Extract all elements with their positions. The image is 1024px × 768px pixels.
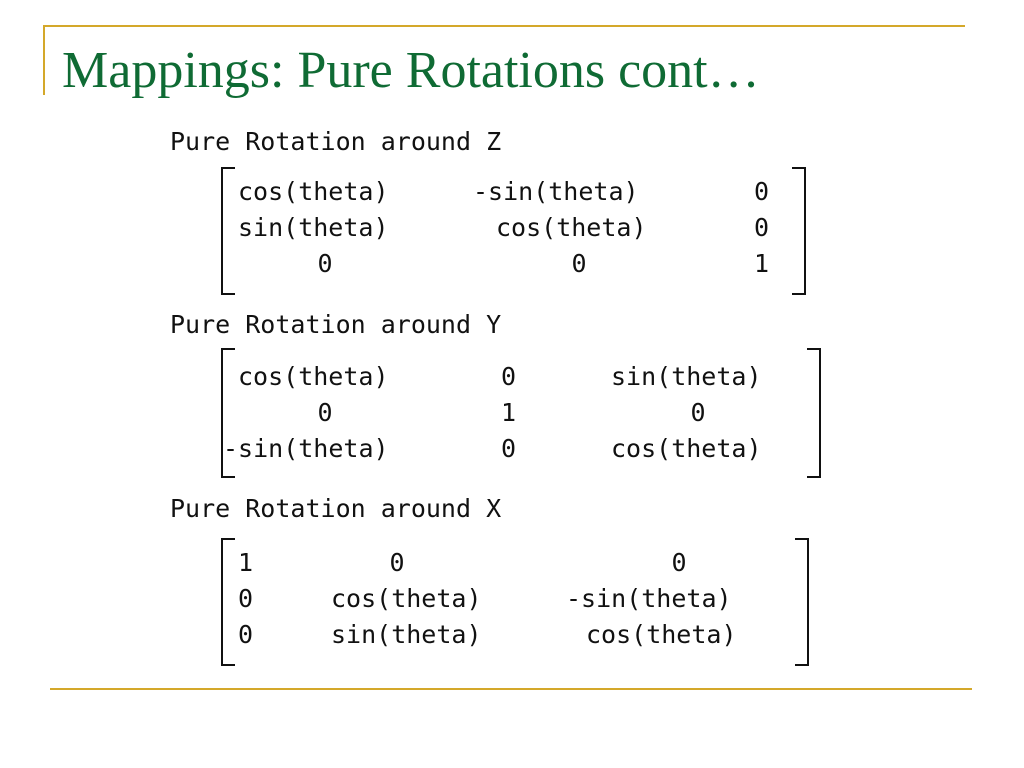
matrix-left-bracket bbox=[221, 167, 235, 295]
frame-left-accent-line bbox=[43, 25, 45, 95]
matrix-cell: 1 bbox=[238, 548, 254, 577]
matrix-cell: 0 bbox=[754, 177, 770, 206]
heading-rotation-x: Pure Rotation around X bbox=[170, 494, 502, 523]
slide-title: Mappings: Pure Rotations cont… bbox=[62, 42, 760, 99]
matrix-cell: 0 bbox=[317, 249, 333, 278]
matrix-cell: 0 bbox=[501, 434, 517, 463]
matrix-rotation-x: 1 0 0 0 cos(theta) -sin(theta) 0 sin(the… bbox=[221, 538, 809, 666]
matrix-cell: 0 bbox=[238, 584, 254, 613]
matrix-cell: cos(theta) bbox=[586, 620, 737, 649]
matrix-cell: 0 bbox=[690, 398, 706, 427]
matrix-cell: cos(theta) bbox=[496, 213, 647, 242]
matrix-cell: 0 bbox=[317, 398, 333, 427]
matrix-cell: sin(theta) bbox=[611, 362, 762, 391]
matrix-cell: cos(theta) bbox=[238, 362, 389, 391]
matrix-cell: sin(theta) bbox=[238, 213, 389, 242]
matrix-left-bracket bbox=[221, 348, 235, 478]
heading-rotation-z: Pure Rotation around Z bbox=[170, 127, 502, 156]
matrix-cell: 0 bbox=[238, 620, 254, 649]
matrix-right-bracket bbox=[795, 538, 809, 666]
matrix-cell: -sin(theta) bbox=[223, 434, 389, 463]
matrix-cell: 0 bbox=[671, 548, 687, 577]
matrix-cell: 1 bbox=[501, 398, 517, 427]
matrix-cell: sin(theta) bbox=[331, 620, 482, 649]
matrix-cell: 0 bbox=[754, 213, 770, 242]
matrix-cell: cos(theta) bbox=[238, 177, 389, 206]
matrix-cell: cos(theta) bbox=[611, 434, 762, 463]
matrix-right-bracket bbox=[807, 348, 821, 478]
matrix-cell: 0 bbox=[389, 548, 405, 577]
matrix-left-bracket bbox=[221, 538, 235, 666]
frame-top-accent-line bbox=[43, 25, 965, 27]
matrix-cell: -sin(theta) bbox=[566, 584, 732, 613]
matrix-rotation-z: cos(theta) -sin(theta) 0 sin(theta) cos(… bbox=[221, 167, 806, 295]
matrix-cell: 0 bbox=[501, 362, 517, 391]
matrix-cell: cos(theta) bbox=[331, 584, 482, 613]
matrix-right-bracket bbox=[792, 167, 806, 295]
matrix-cell: 1 bbox=[754, 249, 770, 278]
heading-rotation-y: Pure Rotation around Y bbox=[170, 310, 502, 339]
matrix-cell: 0 bbox=[571, 249, 587, 278]
matrix-cell: -sin(theta) bbox=[473, 177, 639, 206]
frame-bottom-accent-line bbox=[50, 688, 972, 690]
matrix-rotation-y: cos(theta) 0 sin(theta) 0 1 0 -sin(theta… bbox=[221, 348, 821, 478]
